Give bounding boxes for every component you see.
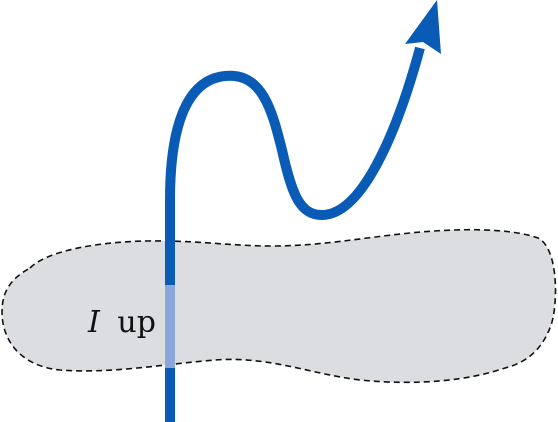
wire-upper-curve	[165, 46, 425, 241]
current-direction: up	[117, 305, 156, 340]
wire-surface-lower-segment	[165, 368, 175, 378]
current-symbol: I	[87, 305, 101, 340]
current-label: I up	[87, 305, 156, 340]
wire-surface-upper-segment	[165, 240, 175, 285]
wire-piercing-segment	[165, 285, 175, 368]
arrowhead-icon	[405, 0, 441, 54]
open-surface-region	[1, 228, 557, 384]
